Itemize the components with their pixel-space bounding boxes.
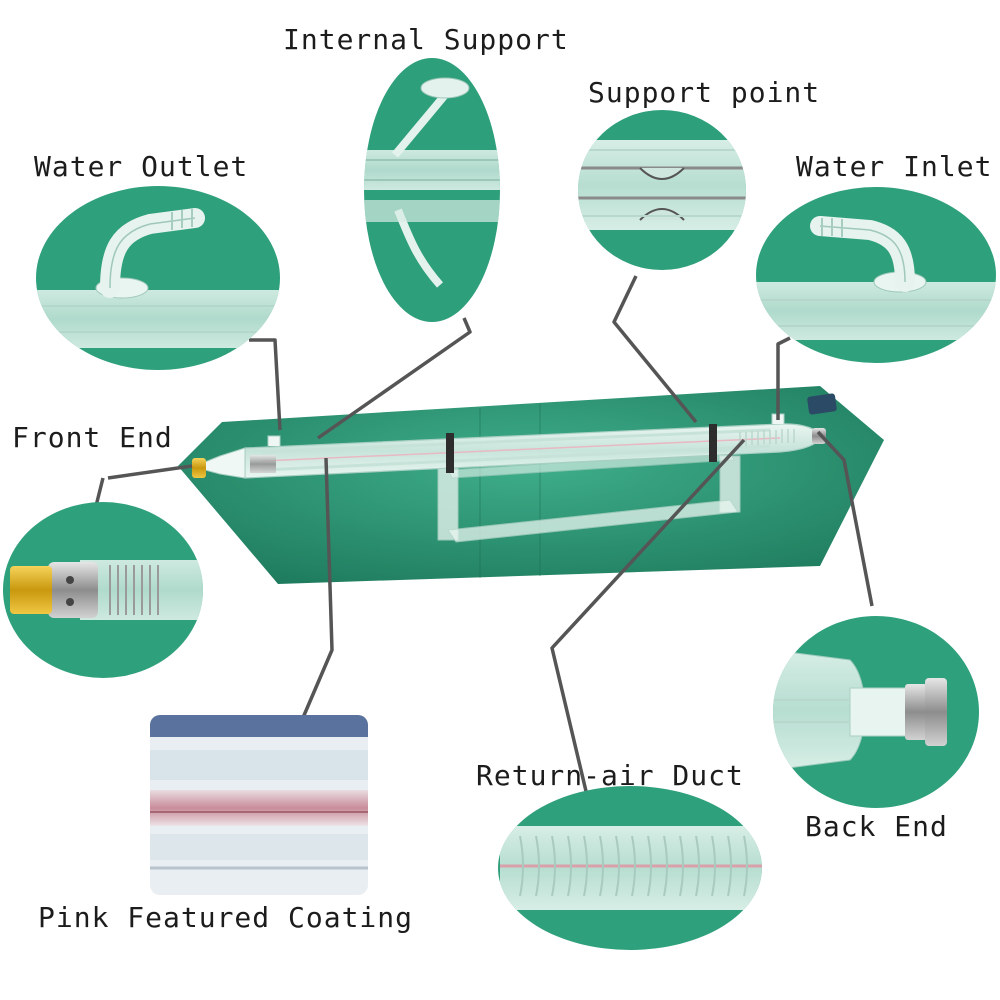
water-inlet-detail	[756, 187, 996, 363]
label-water-outlet: Water Outlet	[34, 150, 249, 183]
water-outlet-detail	[36, 186, 280, 370]
acrylic-stand	[437, 451, 741, 543]
label-support-point: Support point	[588, 76, 821, 109]
label-front-end: Front End	[12, 421, 173, 454]
co2-laser-tube	[192, 393, 837, 479]
label-return-air-duct: Return-air Duct	[476, 759, 744, 792]
return-air-duct-detail	[498, 786, 762, 950]
label-water-inlet: Water Inlet	[796, 150, 993, 183]
pink-coating-detail	[150, 715, 368, 895]
label-pink-featured-coating: Pink Featured Coating	[38, 901, 414, 934]
internal-support-detail	[364, 58, 500, 322]
back-end-detail	[773, 616, 979, 808]
label-internal-support: Internal Support	[283, 23, 569, 56]
support-point-detail	[578, 110, 746, 270]
front-end-detail	[3, 502, 203, 678]
label-back-end: Back End	[805, 810, 948, 843]
leader-lines	[94, 275, 874, 809]
